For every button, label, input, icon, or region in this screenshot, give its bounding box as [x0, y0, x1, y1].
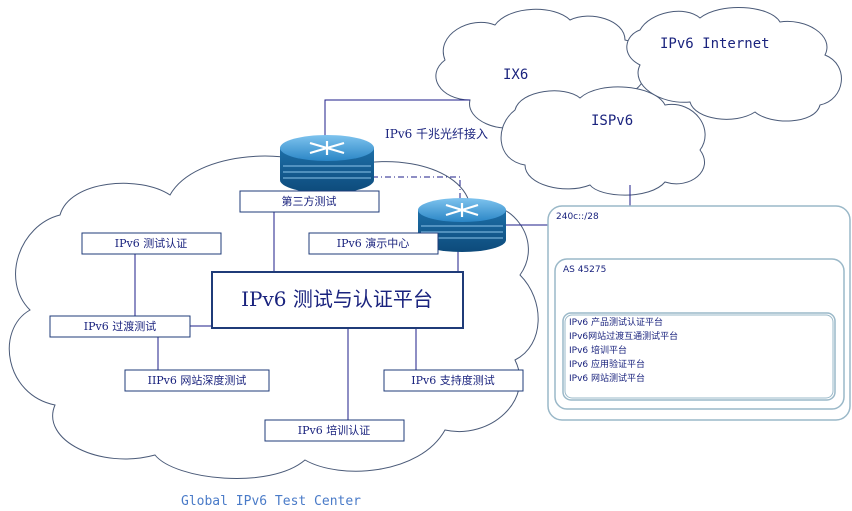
isp-label: ISPv6: [591, 113, 633, 129]
transition-test-box: IPv6 过渡测试: [49, 315, 191, 338]
support-test-box: IPv6 支持度测试: [383, 369, 524, 392]
third-party-test-box: 第三方测试: [239, 190, 380, 213]
transition-test-label: IPv6 过渡测试: [84, 319, 156, 333]
site-depth-test-box: IIPv6 网站深度测试: [124, 369, 270, 392]
internet-label: IPv6 Internet: [660, 36, 770, 52]
platform-item: IPv6网站过渡互通测试平台: [569, 330, 678, 342]
router-link-dashed: [372, 176, 461, 200]
site-depth-test-label: IIPv6 网站深度测试: [148, 373, 247, 387]
demo-center-box: IPv6 演示中心: [308, 232, 439, 255]
uplink-label: IPv6 千兆光纤接入: [385, 126, 488, 141]
router-icon: [280, 135, 374, 193]
internet-cloud: [626, 7, 842, 122]
platform-title-box: IPv6 测试与认证平台: [211, 271, 464, 329]
address-block-panel: 240c::/28 AS 45275 IPv6 产品测试认证平台 IPv6网站过…: [547, 205, 851, 421]
uplink-line: [324, 99, 470, 150]
third-party-test-label: 第三方测试: [282, 194, 337, 208]
training-cert-box: IPv6 培训认证: [264, 419, 405, 442]
demo-center-label: IPv6 演示中心: [337, 236, 409, 250]
ix6-label: IX6: [503, 67, 528, 83]
test-cert-box: IPv6 测试认证: [81, 232, 222, 255]
platform-title: IPv6 测试与认证平台: [241, 287, 433, 311]
router-icon: [418, 198, 506, 252]
test-cert-label: IPv6 测试认证: [115, 237, 187, 250]
platform-item: IPv6 网站测试平台: [569, 372, 645, 384]
platform-item: IPv6 应用验证平台: [569, 358, 645, 370]
training-cert-label: IPv6 培训认证: [298, 423, 370, 437]
footer-label: Global IPv6 Test Center: [181, 494, 361, 509]
platform-item: IPv6 产品测试认证平台: [569, 316, 663, 328]
platform-item: IPv6 培训平台: [569, 344, 627, 356]
as-label: AS 45275: [563, 265, 606, 275]
support-test-label: IPv6 支持度测试: [411, 373, 494, 387]
isp-cloud: [500, 86, 706, 196]
prefix-label: 240c::/28: [556, 212, 599, 222]
